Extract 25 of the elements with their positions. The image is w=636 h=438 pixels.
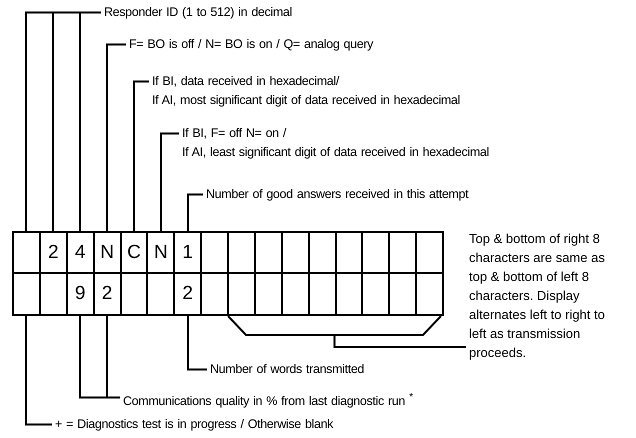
display-cell — [12, 272, 41, 316]
callout-text: Responder ID (1 to 512) in decimal — [100, 3, 292, 22]
leader-line — [334, 336, 466, 348]
callout-text: Communications quality in % from last diagnostic run $^{*}$ — [119, 388, 413, 412]
callout-text: If AI, most significant digit of data received in hexadecimal — [152, 92, 460, 109]
leader-line — [187, 194, 203, 231]
bracket — [227, 315, 442, 336]
callout-text: + = Diagnostics test is in progress / Otherwise blank — [51, 415, 334, 434]
display-cell — [415, 231, 444, 274]
callout-text: If AI, least significant digit of data received in hexadecimal — [182, 144, 489, 161]
leader-line — [133, 80, 149, 231]
callout-text: If BI, data received in hexadecimal/ — [152, 73, 340, 90]
callout-text: Number of words transmitted — [206, 360, 364, 379]
leader-line — [160, 132, 179, 231]
leader-line — [106, 316, 120, 398]
display-cell — [12, 231, 41, 274]
leader-line — [79, 12, 101, 231]
leader-line — [106, 44, 126, 231]
display-cell — [415, 272, 444, 316]
callout-text: F= BO is off / N= BO is on / Q= analog query — [125, 35, 374, 54]
callout-text: If BI, F= off N= on / — [182, 125, 288, 142]
leader-line — [187, 316, 207, 370]
note-text: Top & bottom of right 8 characters are same as top & bottom of left 8 characters. Display alternates left to right to left as transmission proceeds. — [465, 229, 619, 362]
callout-text: Number of good answers received in this attempt — [202, 185, 468, 204]
leader-line — [25, 316, 52, 426]
